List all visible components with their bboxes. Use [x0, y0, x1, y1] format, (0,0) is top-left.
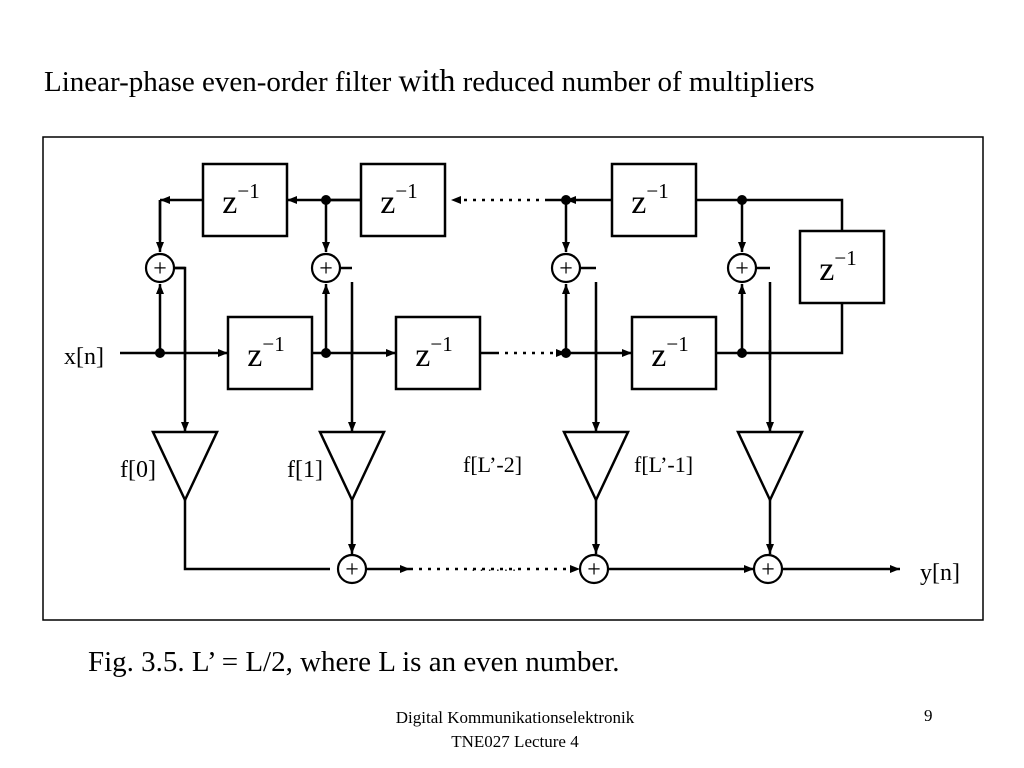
delay-block-1: z−1 — [359, 162, 447, 238]
adder-symbol: + — [559, 256, 573, 282]
coeff-label-2: f[L’-2] — [463, 452, 522, 477]
title-part-3: reduced number of multipliers — [455, 66, 815, 98]
delay-box — [359, 162, 447, 238]
adder-0: + — [144, 252, 176, 284]
junction-dot-2 — [561, 348, 571, 358]
adder-circle — [752, 553, 784, 585]
wire-4 — [742, 198, 844, 231]
footer: Digital Kommunikationselektronik TNE027 … — [320, 706, 710, 754]
junction-dot-3 — [737, 348, 747, 358]
coeff-label-3: f[L’-1] — [634, 452, 693, 477]
delay-block-3: z−1 — [798, 229, 886, 305]
adder-1: + — [310, 252, 342, 284]
delay-box — [610, 162, 698, 238]
adder-symbol: + — [761, 557, 775, 583]
multiplier-3 — [736, 430, 804, 503]
output-label: y[n] — [920, 560, 960, 586]
delay-block-4: z−1 — [226, 315, 314, 391]
delay-box — [798, 229, 886, 305]
adder-symbol: + — [153, 256, 167, 282]
junction-dots — [155, 195, 747, 358]
dotted-wires — [410, 196, 580, 573]
adder-4: + — [336, 553, 368, 585]
adder-symbol: + — [345, 557, 359, 583]
delay-block-5: z−1 — [394, 315, 482, 391]
adders: + + + + + + + — [144, 252, 784, 585]
delay-box — [226, 315, 314, 391]
page-number: 9 — [924, 706, 933, 725]
junction-dot-4 — [321, 195, 331, 205]
ellipsis-output: · · · · · · — [471, 564, 516, 579]
wire-3 — [716, 303, 844, 355]
delay-block-6: z−1 — [630, 315, 718, 391]
adder-2: + — [550, 252, 582, 284]
delay-symbol: z−1 — [380, 179, 417, 221]
multiplier-1 — [318, 430, 386, 503]
arrow-wire-24 — [174, 266, 187, 282]
adder-circle — [550, 252, 582, 284]
adder-circle — [726, 252, 758, 284]
junction-dot-1 — [321, 348, 331, 358]
adder-5: + — [578, 553, 610, 585]
slide-title: Linear-phase even-order filter with redu… — [44, 62, 815, 99]
coeff-label-0: f[0] — [120, 457, 156, 483]
coeff-label-1: f[1] — [287, 457, 323, 483]
delay-box — [201, 162, 289, 238]
footer-line-1: Digital Kommunikationselektronik — [395, 708, 635, 727]
junction-dot-6 — [737, 195, 747, 205]
adder-3: + — [726, 252, 758, 284]
delay-blocks: z−1 z−1 z−1 z−1 z−1 z−1 z−1 — [201, 162, 886, 391]
adder-circle — [310, 252, 342, 284]
delay-box — [630, 315, 718, 391]
junction-dot-5 — [561, 195, 571, 205]
multiplier-2 — [562, 430, 630, 503]
delay-block-0: z−1 — [201, 162, 289, 238]
title-part-2: with — [398, 62, 456, 98]
adder-6: + — [752, 553, 784, 585]
adder-circle — [578, 553, 610, 585]
diagram-frame — [42, 136, 984, 621]
input-label: x[n] — [64, 344, 104, 370]
figure-caption: Fig. 3.5. L’ = L/2, where L is an even n… — [88, 646, 620, 678]
adder-symbol: + — [587, 557, 601, 583]
title-part-1: Linear-phase even-order filter — [44, 66, 399, 98]
delay-block-2: z−1 — [610, 162, 698, 238]
adder-symbol: + — [319, 256, 333, 282]
footer-line-2: TNE027 Lecture 4 — [451, 732, 579, 751]
delay-box — [394, 315, 482, 391]
multipliers — [151, 430, 804, 503]
multiplier-0 — [151, 430, 219, 503]
adder-circle — [336, 553, 368, 585]
adder-circle — [144, 252, 176, 284]
junction-dot-0 — [155, 348, 165, 358]
adder-symbol: + — [735, 256, 749, 282]
wire-12 — [183, 500, 330, 571]
